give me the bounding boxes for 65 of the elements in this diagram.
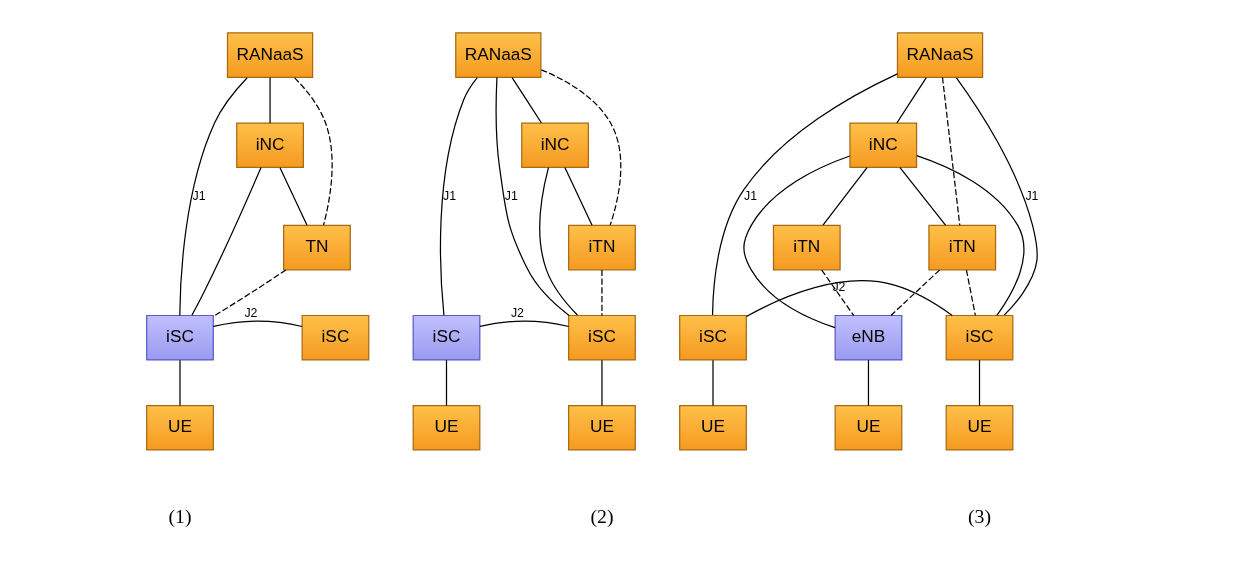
connector [178,77,248,317]
node-box: UE [145,404,214,451]
node-box: iSC [145,314,214,361]
label: (2) [589,504,613,527]
node-box: iTN [567,224,636,271]
label: (1) [167,504,191,527]
node-box: iTN [927,224,996,271]
node-box: UE [412,404,480,451]
node-box: iSC [301,314,369,361]
node-box: UE [834,404,902,451]
edge-label: J1 [1024,188,1038,203]
node-box: iSC [945,314,1013,361]
connector [538,167,578,316]
node-box: iTN [772,224,841,271]
connector [510,77,542,124]
connector [563,167,593,226]
node-box: UE [945,404,1013,451]
connector [212,269,287,317]
connector [711,73,898,316]
node-box: RANaaS [896,32,983,78]
connector [293,77,333,226]
connector [278,167,308,226]
edge-label: J1 [192,188,206,203]
connector [212,320,303,328]
node-box: iNC [520,122,589,169]
node-box: UE [678,404,747,451]
connector [445,359,447,407]
connector [820,269,854,317]
node-box: iSC [412,314,480,361]
edge-label: J2 [510,306,524,321]
connector [895,77,927,124]
connector [965,269,976,317]
node-box: iNC [235,122,304,169]
connector [745,280,953,318]
connector [190,167,262,316]
connector [439,77,478,316]
node-box: iSC [678,314,747,361]
connector [821,167,868,226]
connector [915,154,1025,317]
edge-label: J2 [831,280,845,295]
connector [540,69,621,226]
label: (3) [967,504,991,527]
connector [600,269,603,317]
edge-label: J1 [743,188,757,203]
connector [268,77,271,124]
connector [898,167,946,226]
connector [941,76,960,226]
connector [955,77,1038,316]
connector [478,320,569,328]
node-box: eNB [834,314,902,361]
connector [889,269,940,317]
node-box: RANaaS [226,32,313,78]
connector [495,76,570,317]
node-box: iNC [848,122,917,169]
connector [600,359,603,407]
connector [978,359,980,407]
connector [867,359,869,407]
edge-label: J2 [243,306,257,321]
node-box: UE [567,404,636,451]
edge-label: J1 [442,188,456,203]
node-box: iSC [567,314,636,361]
edge-label: J1 [504,188,518,203]
connector [742,155,850,329]
node-box: RANaaS [454,32,541,78]
node-box: TN [282,224,351,271]
